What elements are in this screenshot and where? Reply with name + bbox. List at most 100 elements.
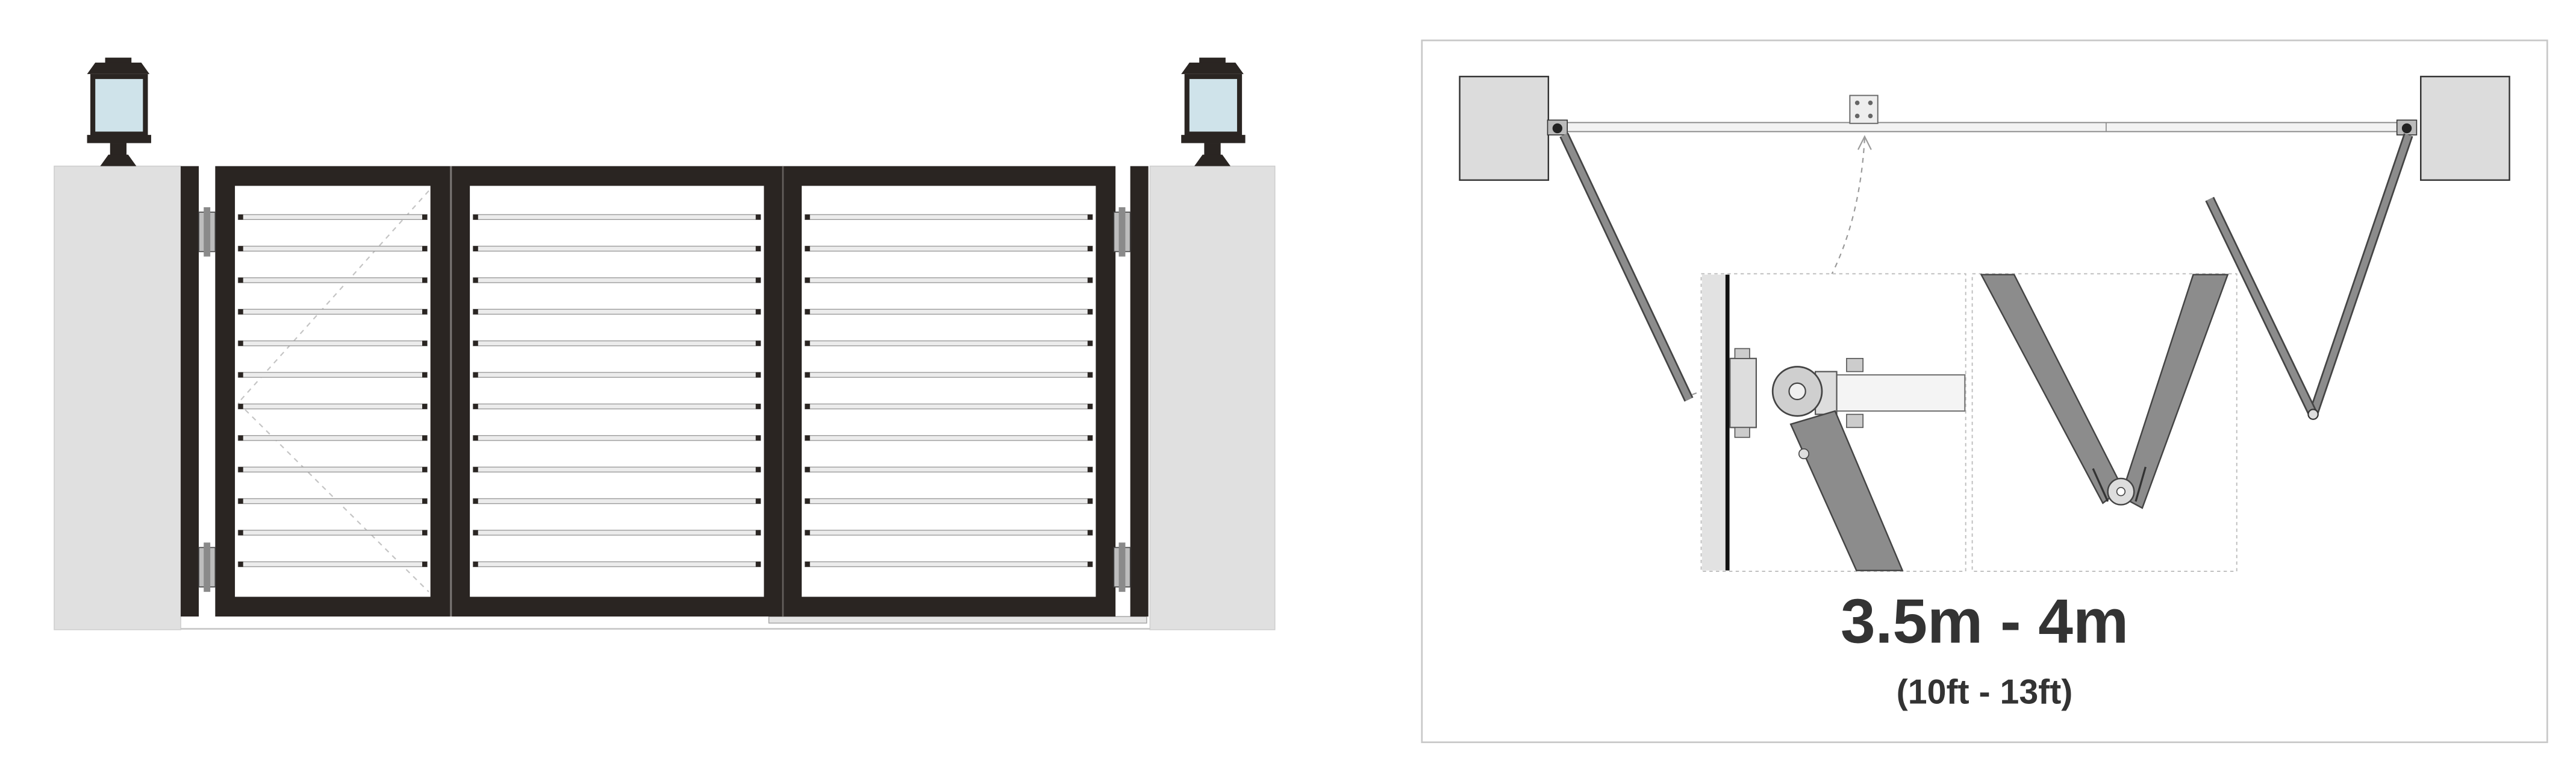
hinge-icon xyxy=(1113,207,1131,257)
inset-bolt xyxy=(1734,427,1750,438)
hinge-pin xyxy=(204,207,211,257)
gate-slat xyxy=(804,340,1093,347)
slat-end-cap xyxy=(755,466,761,472)
slat-end-cap xyxy=(1087,561,1093,567)
slat-end-cap xyxy=(473,530,478,536)
slat-end-cap xyxy=(1087,246,1093,251)
slat-end-cap xyxy=(422,277,428,283)
dimension-metric-label: 3.5m - 4m xyxy=(1841,586,2128,656)
slat-end-cap xyxy=(755,277,761,283)
slat-end-cap xyxy=(755,498,761,504)
gate-slat xyxy=(472,498,761,504)
leaf-panel xyxy=(235,186,431,597)
inset-bolt xyxy=(1846,357,1864,372)
left-pillar xyxy=(54,165,181,630)
slat-end-cap xyxy=(422,309,428,315)
slat-end-cap xyxy=(1087,466,1093,472)
slat-end-cap xyxy=(422,404,428,409)
slat-end-cap xyxy=(1087,309,1093,315)
gate-slat xyxy=(237,530,428,536)
lamp-top-knob xyxy=(1199,57,1226,64)
gate-slat xyxy=(804,403,1093,410)
left-gate-post xyxy=(181,166,199,617)
plan-left-pillar xyxy=(1459,75,1550,181)
slat-end-cap xyxy=(805,498,810,504)
slat-end-cap xyxy=(805,277,810,283)
leaf-panel xyxy=(470,186,764,597)
left-leaf xyxy=(1561,133,1692,401)
gate-slat xyxy=(472,214,761,221)
gate-slat xyxy=(472,309,761,315)
fold-bracket-left xyxy=(2092,468,2109,502)
left-pillar-lamp-icon xyxy=(87,57,151,166)
gate-slat xyxy=(804,530,1093,536)
right-pillar xyxy=(1149,165,1276,630)
fold-hinge-icon xyxy=(2307,409,2319,420)
arrowhead-icon xyxy=(1857,135,1872,150)
lamp-glass xyxy=(95,79,143,132)
slat-end-cap xyxy=(473,435,478,441)
slat-end-cap xyxy=(805,340,810,347)
slat-end-cap xyxy=(805,372,810,378)
gate-slat xyxy=(237,403,428,410)
gate-slat xyxy=(237,277,428,283)
gate-slat xyxy=(472,245,761,252)
gate-slat xyxy=(804,435,1093,441)
gate-slat xyxy=(804,372,1093,378)
slat-end-cap xyxy=(1087,530,1093,536)
right-gate-post xyxy=(1130,166,1149,617)
fold-detail-inset xyxy=(1971,273,2238,572)
lamp-base xyxy=(87,134,151,143)
track-bracket-icon xyxy=(1849,95,1879,124)
gate-elevation xyxy=(54,57,1276,630)
plan-track xyxy=(1552,122,2413,133)
slat-end-cap xyxy=(473,561,478,567)
right-leaf-outer xyxy=(2310,134,2412,416)
slat-end-cap xyxy=(1087,498,1093,504)
pivot-joint-icon xyxy=(1547,119,1568,136)
slat-end-cap xyxy=(422,340,428,347)
slat-end-cap xyxy=(473,309,478,315)
fold-right-leaf xyxy=(2119,274,2229,509)
fold-bracket-right xyxy=(2135,466,2147,502)
slat-end-cap xyxy=(805,435,810,441)
gate-slat xyxy=(237,245,428,252)
gate-slat xyxy=(472,277,761,283)
right-pillar-lamp-icon xyxy=(1181,57,1246,166)
lamp-top-knob xyxy=(105,57,132,64)
slat-end-cap xyxy=(422,498,428,504)
slat-end-cap xyxy=(805,561,810,567)
gate-slat xyxy=(237,309,428,315)
slat-end-cap xyxy=(473,498,478,504)
gate-slat xyxy=(237,561,428,568)
slat-end-cap xyxy=(422,246,428,251)
right-leaf-inner xyxy=(2206,197,2316,416)
gate-slat xyxy=(237,372,428,378)
gate-leaf-3 xyxy=(784,166,1116,617)
slat-end-cap xyxy=(755,340,761,347)
slat-end-cap xyxy=(755,246,761,251)
hinge-icon xyxy=(198,207,216,257)
inset-mount-plate xyxy=(1729,357,1757,428)
bracket-bolt xyxy=(1854,113,1860,119)
dimension-imperial-label: (10ft - 13ft) xyxy=(1897,673,2073,712)
pivot-pin-right xyxy=(2401,123,2412,134)
slat-end-cap xyxy=(755,309,761,315)
hinge-detail-inset xyxy=(1700,273,1966,572)
gate-slat xyxy=(472,340,761,347)
slat-end-cap xyxy=(238,404,243,409)
slat-end-cap xyxy=(473,214,478,220)
slat-end-cap xyxy=(473,466,478,472)
leaf-panel xyxy=(802,186,1096,597)
slat-end-cap xyxy=(755,435,761,441)
slat-end-cap xyxy=(238,340,243,347)
slat-end-cap xyxy=(755,214,761,220)
plan-right-pillar xyxy=(2420,75,2510,181)
lamp-cap xyxy=(87,62,150,74)
slat-end-cap xyxy=(473,277,478,283)
inset-arm-bolt xyxy=(1798,448,1809,460)
gate-slat xyxy=(472,403,761,410)
hinge-icon xyxy=(198,542,216,592)
slat-end-cap xyxy=(422,530,428,536)
lamp-stem xyxy=(110,143,127,157)
